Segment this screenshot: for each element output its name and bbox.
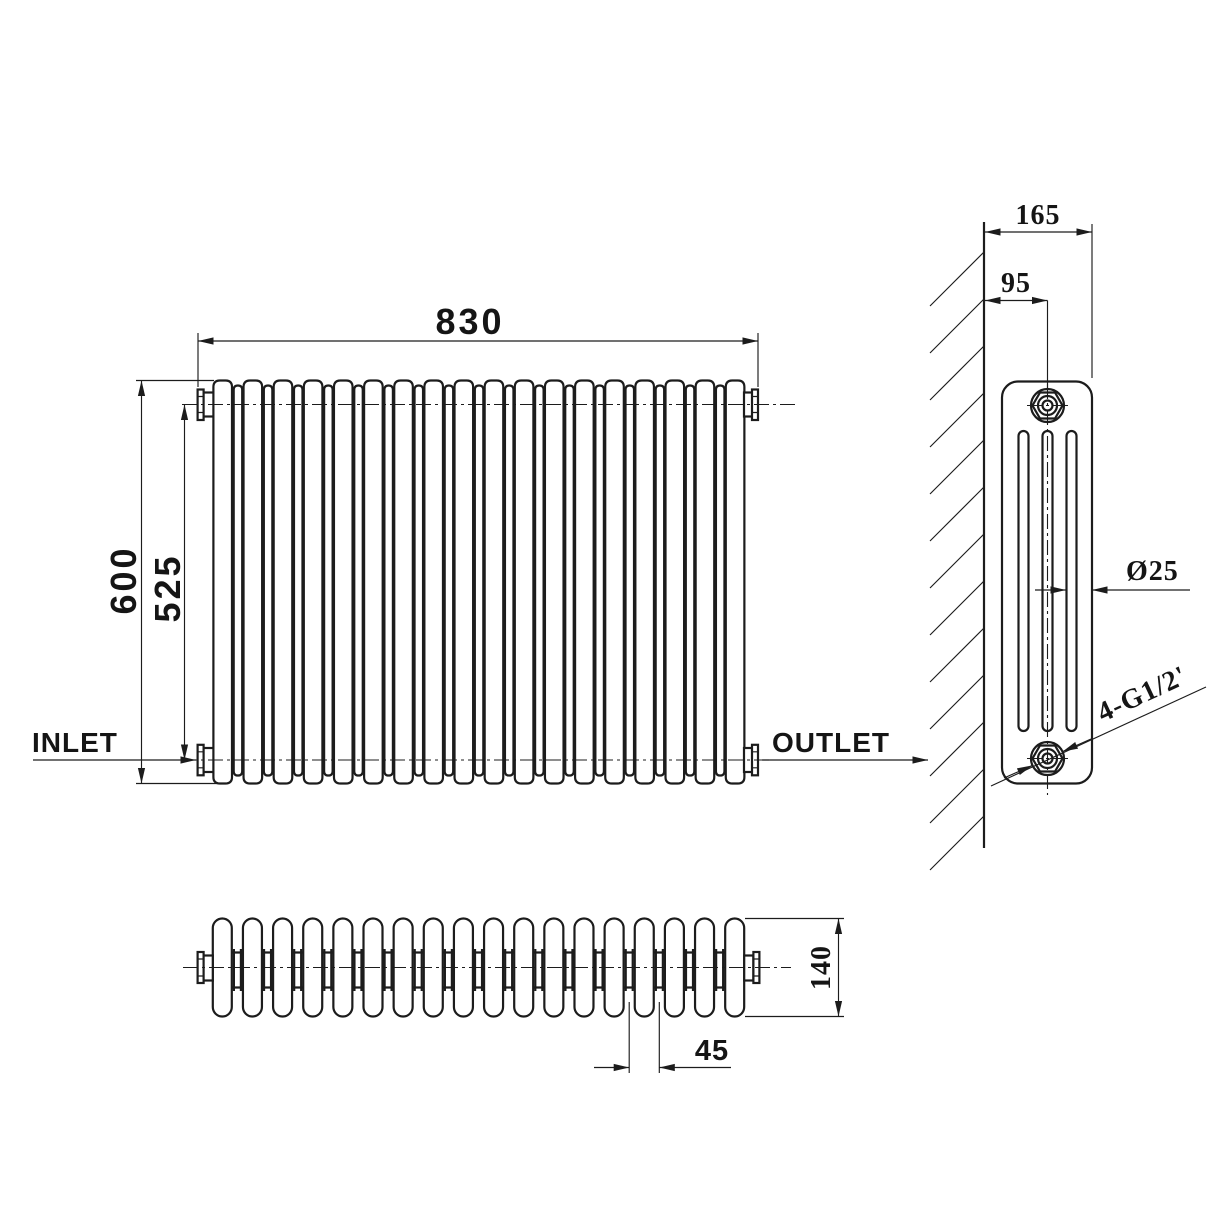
outlet-label: OUTLET — [772, 727, 890, 758]
side-view — [1000, 380, 1094, 795]
dim-pipe-centres-525: 525 — [147, 553, 188, 622]
dim-tube-diameter-25: Ø25 — [1126, 556, 1179, 587]
front-dimensions: 830 600 525 INLET OUTLET — [32, 301, 928, 785]
inlet-label: INLET — [32, 727, 118, 758]
plan-view — [183, 917, 791, 1018]
wall-section — [929, 222, 986, 871]
dim-depth-165: 165 — [1016, 200, 1061, 231]
dim-connections-g12: 4-G1/2' — [1093, 660, 1193, 729]
front-view — [182, 379, 797, 785]
wall-hatching — [929, 251, 985, 871]
plan-dimensions: 140 45 — [594, 917, 844, 1073]
dim-section-pitch-45: 45 — [695, 1035, 729, 1067]
dim-width-830: 830 — [435, 301, 504, 342]
dim-height-600: 600 — [103, 545, 144, 614]
dim-wall-centre-95: 95 — [1001, 268, 1031, 299]
dim-plan-depth-140: 140 — [806, 945, 837, 990]
